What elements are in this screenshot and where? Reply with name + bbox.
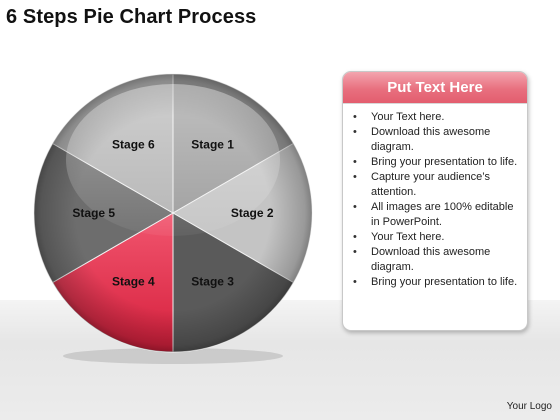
page-title: 6 Steps Pie Chart Process bbox=[6, 6, 257, 28]
panel-bullet-item: All images are 100% editable in PowerPoi… bbox=[353, 200, 519, 230]
stage-label-5: Stage 5 bbox=[72, 206, 115, 220]
panel-bullet-item: Bring your presentation to life. bbox=[353, 155, 519, 170]
panel-bullet-item: Your Text here. bbox=[353, 230, 519, 245]
panel-bullet-item: Download this awesome diagram. bbox=[353, 125, 519, 155]
stage-label-3: Stage 3 bbox=[191, 275, 234, 289]
text-panel: Put Text Here Your Text here.Download th… bbox=[342, 71, 528, 331]
pie-labels: Stage 1 Stage 2 Stage 3 Stage 4 Stage 5 Stage… bbox=[72, 137, 273, 288]
pie-shadow bbox=[63, 348, 283, 364]
panel-bullet-list: Your Text here.Download this awesome dia… bbox=[343, 104, 527, 290]
pie-svg: Stage 1 Stage 2 Stage 3 Stage 4 Stage 5 Stage… bbox=[33, 73, 313, 364]
panel-heading: Put Text Here bbox=[343, 72, 527, 104]
panel-bullet-item: Download this awesome diagram. bbox=[353, 245, 519, 275]
stage-label-2: Stage 2 bbox=[231, 206, 274, 220]
panel-bullet-item: Bring your presentation to life. bbox=[353, 275, 519, 290]
panel-bullet-item: Your Text here. bbox=[353, 110, 519, 125]
stage-label-6: Stage 6 bbox=[112, 137, 155, 151]
pie-diagram: Stage 1 Stage 2 Stage 3 Stage 4 Stage 5 Stage… bbox=[28, 73, 318, 364]
stage-label-1: Stage 1 bbox=[191, 137, 234, 151]
logo-placeholder: Your Logo bbox=[506, 401, 552, 412]
panel-bullet-item: Capture your audience’s attention. bbox=[353, 170, 519, 200]
stage-label-4: Stage 4 bbox=[112, 275, 155, 289]
